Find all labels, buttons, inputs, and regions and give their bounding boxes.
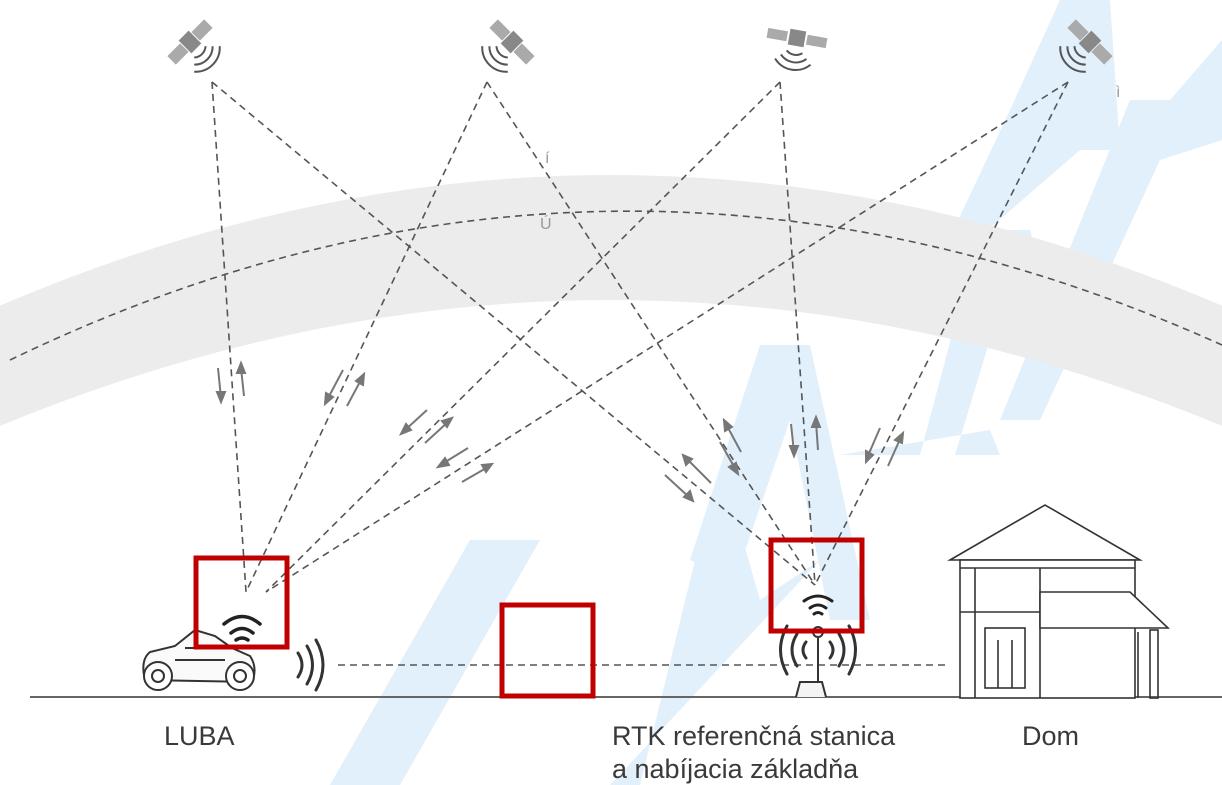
stray-mark-1: í [545,150,550,167]
atmosphere-dashed-arc [9,210,1222,361]
satellite-icon-2 [481,19,535,73]
arrow-pair-sat1-rtk [664,453,712,503]
highlight-box-link [499,602,596,699]
caption-rtk-station: RTK referenčná stanica [612,721,896,751]
signal-line-sat1-rtk [211,81,816,586]
arrow-pair-sat3-rtk [788,414,822,459]
satellite-icon-1 [167,19,221,73]
rtk-station-icon [795,626,827,698]
signal-line-sat4-rtk [814,81,1069,586]
signal-line-sat4-luba [265,81,1069,593]
signal-arrows [215,360,905,503]
arrow-pair-sat3-luba [398,409,455,444]
signal-line-sat2-rtk [486,81,816,586]
signal-line-sat1-luba [211,81,247,593]
arrow-pair-sat2-rtk [719,417,742,477]
highlight-box-rtk [768,537,865,634]
satellite-signal-lines [211,81,1069,666]
stray-mark-2: Ú [540,216,552,233]
highlight-boxes [193,537,865,699]
signal-line-sat2-luba [245,81,488,593]
arrow-pair-sat4-rtk [865,427,905,467]
luba-broadcast-icon [296,638,325,692]
highlight-box-luba [193,555,290,650]
rtk-wifi-icon [802,594,834,616]
satellite-icon-3 [766,27,828,71]
arrow-pair-sat2-luba [323,369,366,407]
stray-mark-3: ì [1116,84,1121,101]
satellite-icon-4 [1059,19,1113,73]
arrow-pair-sat4-luba [435,447,495,483]
luba-wifi-icon [222,614,262,642]
signal-line-sat3-luba [265,81,781,593]
caption-rtk-station-line2: a nabíjacia základňa [612,754,859,784]
caption-house: Dom [1022,721,1080,751]
signal-line-sat3-rtk [779,81,816,586]
caption-luba: LUBA [164,721,235,751]
ionosphere-band [0,175,1222,426]
arrow-pair-sat1-luba [215,360,247,405]
luba-mower-icon [142,628,256,691]
house-icon [947,504,1171,699]
